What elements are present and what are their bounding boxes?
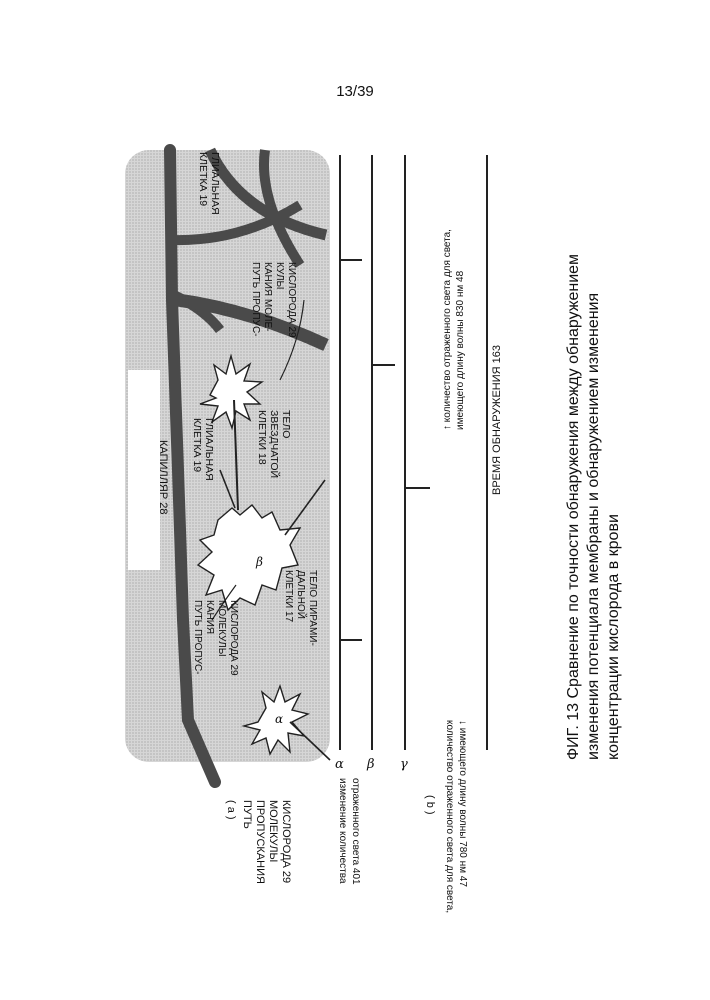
glial-cell-mid-line2: КЛЕТКА 19 [191,418,203,472]
oxygen-path-mid-line2: КАНИЯ [204,600,215,634]
pyramidal-cell-line1: ТЕЛО ПИРАМИ- [307,570,318,646]
y-axis-label-line2: отраженного света 401 [350,778,361,885]
oxygen-path-right-line4: КИСЛОРОДА 29 [286,262,297,338]
stellate-cell-line2: ЗВЕЗДЧАТОЙ [268,410,281,478]
capillary-label: КАПИЛЛЯР 28 [157,440,169,514]
oxygen-path-left-line3: МОЛЕКУЛЫ [267,800,279,862]
x-axis-label: ВРЕМЯ ОБНАРУЖЕНИЯ 163 [491,345,503,495]
oxygen-path-left-line2: ПРОПУСКАНИЯ [254,800,266,884]
beta-trace-label: β [366,757,375,772]
capillary-lumen [128,370,160,570]
figure-caption: ФИГ. 13 Сравнение по точности обнаружени… [565,254,622,760]
y-axis-label-line1: изменение количества [337,778,348,884]
legend-830-line1: ↑ количество отраженного света для света… [442,229,453,430]
oxygen-path-mid-line3: МОЛЕКУЛЫ [216,600,227,657]
alpha-cell-label: α [275,712,283,726]
legend-780-line2: ↓ имеющего длину волны 780 нм 47 [457,720,468,887]
legend-780-line1: количество отраженного света для света, [444,720,455,913]
beta-cell-label: β [255,555,263,569]
oxygen-path-left-line1: ПУТЬ [241,800,253,829]
glial-cell-mid-line1: ГЛИАЛЬНАЯ [203,418,215,481]
glial-cell-top-line2: КЛЕТКА 19 [197,152,209,206]
oxygen-path-right-line2: КАНИЯ МОЛЕ- [262,262,273,331]
caption-line1: ФИГ. 13 Сравнение по точности обнаружени… [565,254,582,760]
alpha-trace-label: α [335,757,344,772]
caption-line2: изменения потенциала мембраны и обнаруже… [585,293,602,760]
stellate-cell-line1: ТЕЛО [280,410,292,438]
oxygen-path-right-line3: КУЛЫ [274,262,285,290]
pyramidal-cell-line3: КЛЕТКИ 17 [283,570,294,623]
oxygen-path-mid-line4: КИСЛОРОДА 29 [228,600,239,676]
stellate-cell-line3: КЛЕТКИ 18 [256,410,268,465]
oxygen-path-left-line4: КИСЛОРОДА 29 [280,800,292,883]
legend-830-line2: имеющего длину волны 830 нм 48 [455,270,466,430]
pyramidal-cell-line2: ДАЛЬНОЙ [295,570,308,619]
oxygen-path-mid-line1: ПУТЬ ПРОПУС- [192,600,203,675]
panel-b-label: ( b ) [424,795,436,815]
panel-a-label: ( a ) [225,800,237,820]
gamma-trace-label: γ [400,757,408,772]
tissue-diagram: α β КАПИЛЛЯР 28 ГЛИАЛЬНАЯ КЛЕТКА 19 ПУТЬ… [125,150,330,884]
signal-traces: α β γ изменение количества отраженного с… [335,155,503,913]
oxygen-path-right-line1: ПУТЬ ПРОПУС- [250,262,261,337]
caption-line3: концентрации кислорода в крови [605,514,622,760]
glial-cell-top-line1: ГЛИАЛЬНАЯ [209,152,221,215]
